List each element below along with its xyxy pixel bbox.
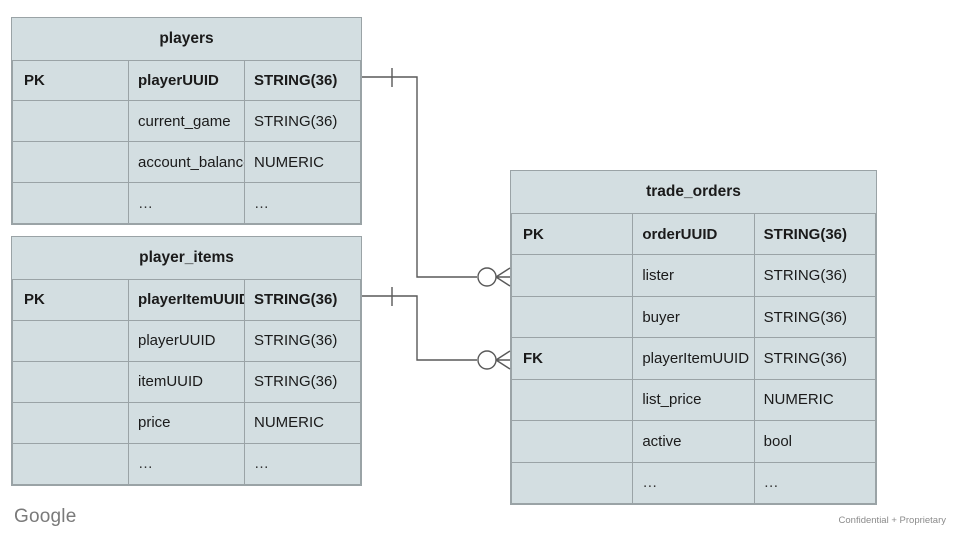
column-name: orderUUID [632,213,755,256]
column-type: bool [753,420,877,463]
column-name: playerUUID [128,319,245,362]
column-name: list_price [632,378,755,422]
table-row[interactable]: price NUMERIC [12,401,361,444]
table-row[interactable]: lister STRING(36) [510,254,877,297]
column-name: … [128,182,245,224]
entity-trade-orders-title: trade_orders [511,171,876,215]
confidentiality-notice: Confidential + Proprietary [838,515,946,526]
column-name: price [128,401,245,444]
column-key-pk: PK [510,213,634,256]
column-key [12,100,129,143]
column-name: active [632,420,755,463]
table-row[interactable]: PK orderUUID STRING(36) [510,213,877,256]
column-type: STRING(36) [244,278,361,321]
cardinality-many-crowsfoot-icon [495,350,511,370]
column-type: STRING(36) [244,100,361,143]
column-key [510,295,634,339]
column-name: … [632,461,755,504]
table-row[interactable]: current_game STRING(36) [12,100,361,143]
column-name: account_balance [128,141,245,184]
table-row[interactable]: PK playerUUID STRING(36) [12,59,361,102]
connector-line-player-items-trade-orders [362,295,477,361]
entity-players[interactable]: players PK playerUUID STRING(36) current… [11,17,362,225]
column-key-pk: PK [12,59,129,102]
entity-player-items[interactable]: player_items PK playerItemUUID STRING(36… [11,236,362,486]
relationship-player-items-to-trade-orders [362,287,511,370]
column-key [12,319,129,362]
column-key-fk: FK [510,337,634,380]
column-type: STRING(36) [753,213,877,256]
table-row[interactable]: … … [510,461,877,504]
cardinality-zero-circle-icon [477,350,497,370]
entity-trade-orders[interactable]: trade_orders PK orderUUID STRING(36) lis… [510,170,877,505]
column-key [12,182,129,224]
column-key [12,141,129,184]
entity-title-row: trade_orders [511,171,876,215]
column-key [510,461,634,504]
table-row[interactable]: … … [12,442,361,486]
column-name: playerUUID [128,59,245,102]
relationship-players-to-trade-orders [362,68,511,287]
table-row[interactable]: buyer STRING(36) [510,295,877,339]
column-name: current_game [128,100,245,143]
connector-line-players-trade-orders [362,76,477,278]
column-key [12,360,129,403]
google-logo: Google [14,506,77,527]
column-type: NUMERIC [244,141,361,184]
entity-players-title: players [12,18,361,61]
table-row[interactable]: account_balance NUMERIC [12,141,361,184]
table-row[interactable]: FK playerItemUUID STRING(36) [510,337,877,380]
column-key [510,378,634,422]
column-name: … [128,442,245,486]
column-type: STRING(36) [753,295,877,339]
table-row[interactable]: itemUUID STRING(36) [12,360,361,403]
column-key-pk: PK [12,278,129,321]
table-row[interactable]: … … [12,182,361,224]
cardinality-zero-circle-icon [477,267,497,287]
column-type: … [753,461,877,504]
entity-player-items-title: player_items [12,237,361,280]
column-key [510,420,634,463]
entity-title-row: players [12,18,361,61]
column-type: … [244,182,361,224]
column-key [510,254,634,297]
table-row[interactable]: playerUUID STRING(36) [12,319,361,362]
table-row[interactable]: active bool [510,420,877,463]
column-type: STRING(36) [753,254,877,297]
column-type: NUMERIC [244,401,361,444]
column-name: playerItemUUID [128,278,245,321]
column-type: STRING(36) [244,59,361,102]
column-name: lister [632,254,755,297]
column-type: NUMERIC [753,378,877,422]
table-row[interactable]: PK playerItemUUID STRING(36) [12,278,361,321]
column-name: buyer [632,295,755,339]
column-name: playerItemUUID [632,337,755,380]
column-key [12,401,129,444]
column-type: … [244,442,361,486]
entity-player-items-table: player_items PK playerItemUUID STRING(36… [12,237,361,486]
column-key [12,442,129,486]
entity-players-table: players PK playerUUID STRING(36) current… [12,18,361,224]
entity-trade-orders-table: trade_orders PK orderUUID STRING(36) lis… [510,171,877,504]
column-type: STRING(36) [244,360,361,403]
cardinality-many-crowsfoot-icon [495,267,511,287]
column-type: STRING(36) [753,337,877,380]
column-type: STRING(36) [244,319,361,362]
table-row[interactable]: list_price NUMERIC [510,378,877,422]
column-name: itemUUID [128,360,245,403]
entity-title-row: player_items [12,237,361,280]
